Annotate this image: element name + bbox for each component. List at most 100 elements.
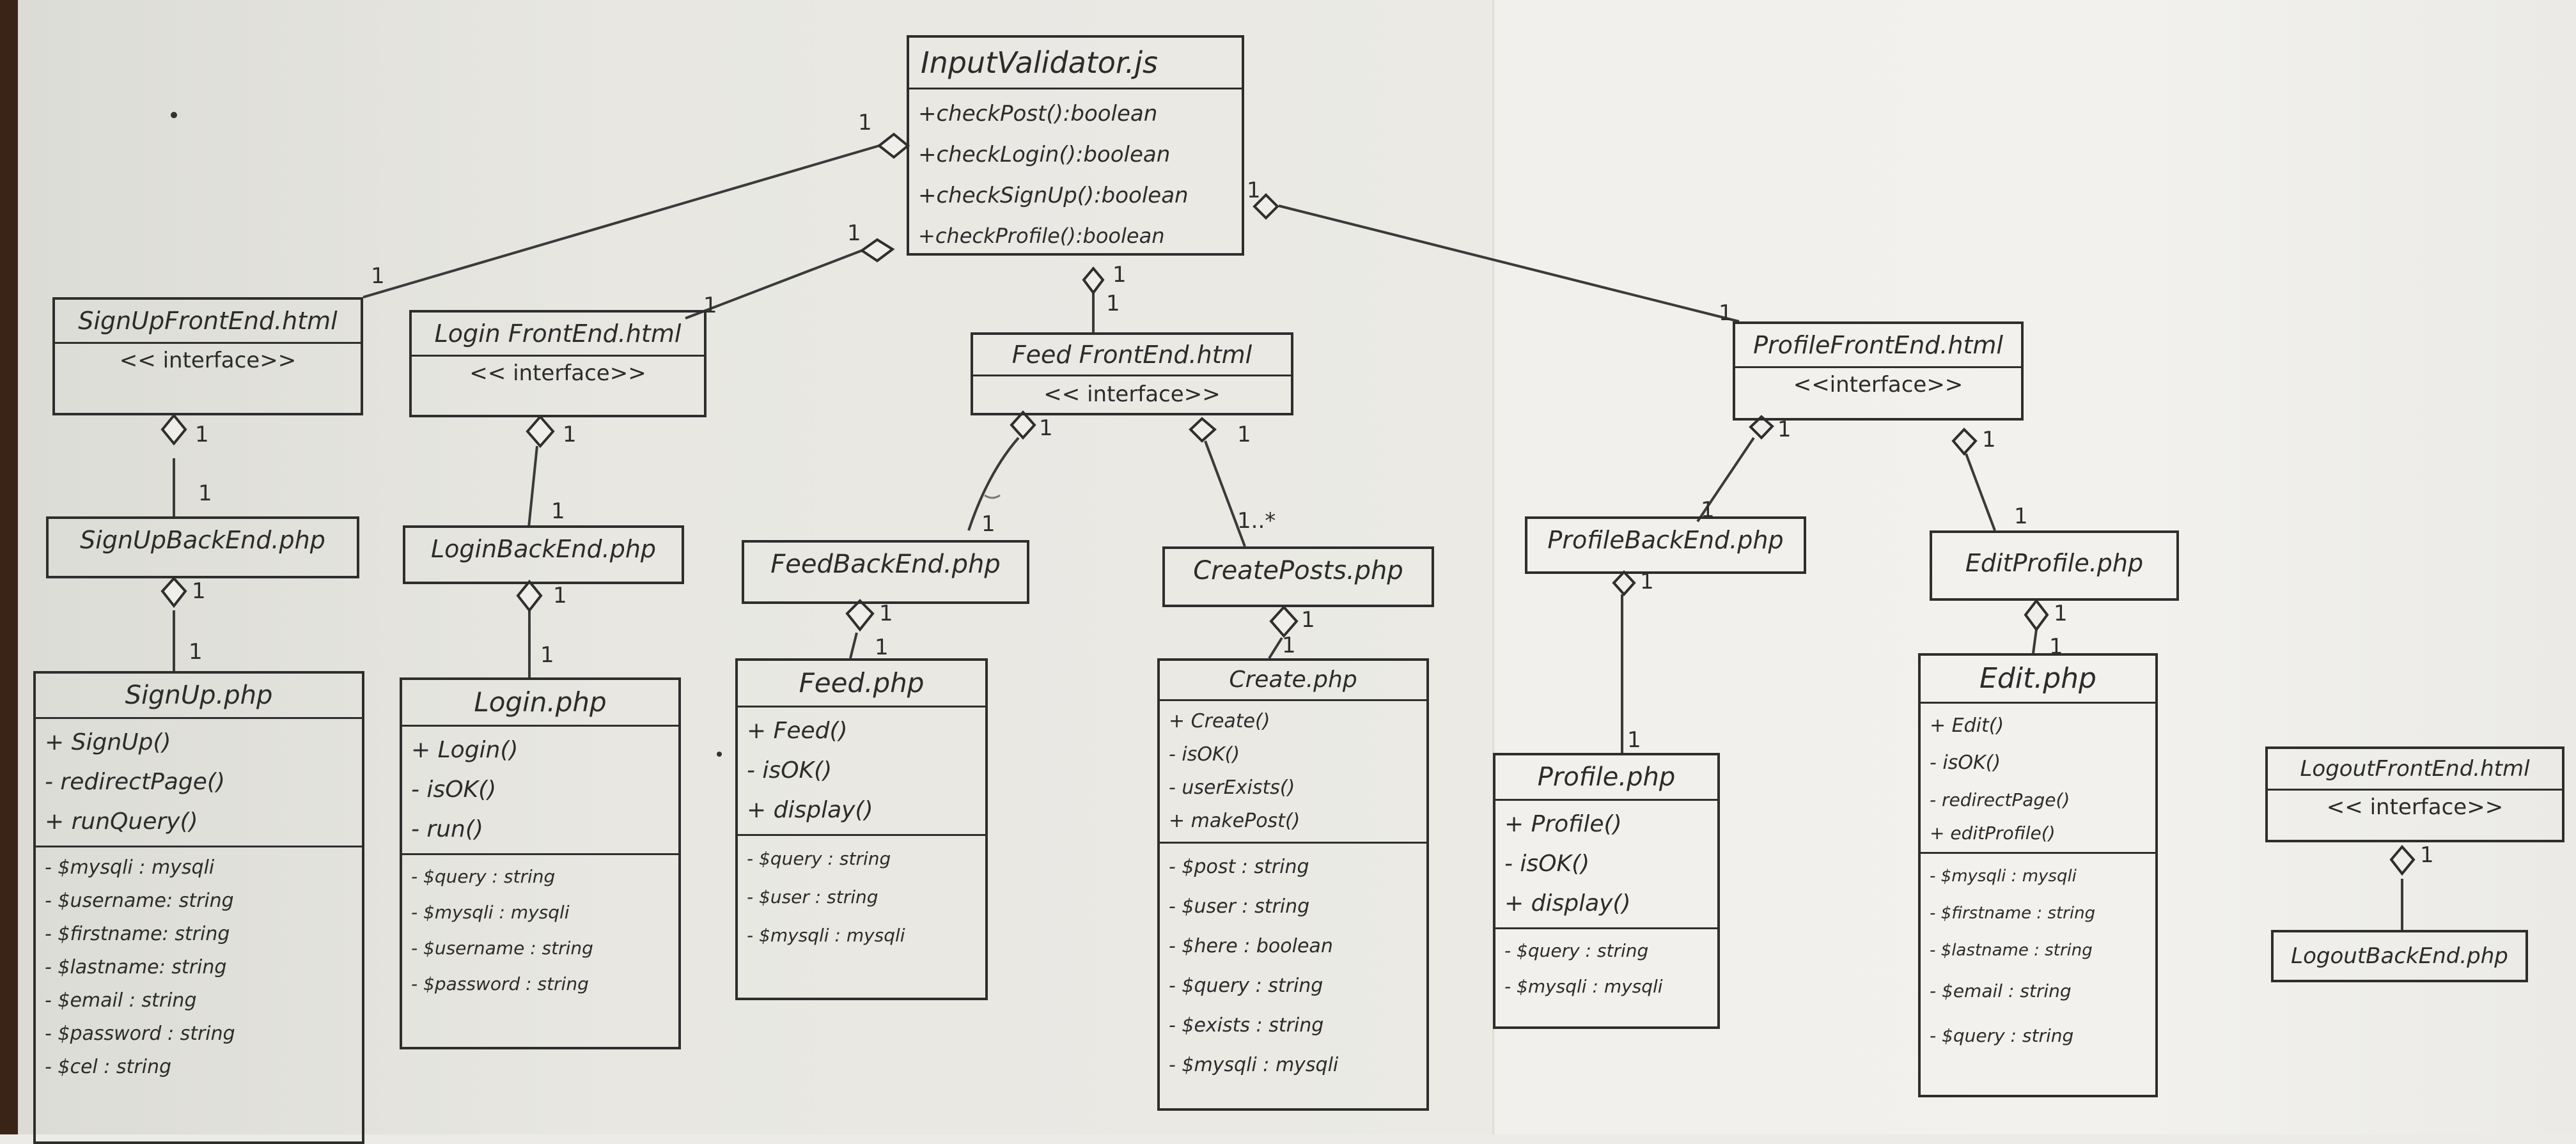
- stereotype: << interface>>: [973, 375, 1291, 412]
- class-name: SignUp.php: [125, 681, 273, 710]
- attribute: - $user : string: [747, 886, 878, 908]
- operation: + Profile(): [1504, 811, 1622, 837]
- multiplicity-label: 1: [1301, 607, 1315, 633]
- paper-sheet-left: [18, 0, 1495, 1134]
- multiplicity-label: 1: [1112, 262, 1127, 288]
- operation: - redirectPage(): [45, 769, 225, 795]
- class-box-login-backend: LoginBackEnd.php: [403, 525, 684, 584]
- class-name: ProfileBackEnd.php: [1547, 526, 1784, 554]
- operation: + Edit(): [1930, 715, 2004, 737]
- operation: +checkPost():boolean: [918, 101, 1158, 127]
- class-name: ProfileFrontEnd.html: [1753, 331, 2003, 359]
- aggregation-diamond-icon: [160, 576, 187, 608]
- class-name: SignUpFrontEnd.html: [78, 307, 338, 335]
- multiplicity-label: 1: [879, 601, 893, 626]
- class-box-edit-profile: EditProfile.php: [1930, 530, 2179, 601]
- attribute: - $query : string: [411, 866, 556, 887]
- multiplicity-label: 1: [1237, 422, 1251, 447]
- operations-compartment: +checkPost():boolean +checkLogin():boole…: [909, 88, 1242, 259]
- paper-fold: [1492, 0, 1496, 1134]
- multiplicity-label: 1: [198, 481, 212, 506]
- operations-compartment: + Login() - isOK() - run(): [402, 725, 678, 853]
- operation: + makePost(): [1169, 810, 1300, 832]
- operation: - redirectPage(): [1930, 789, 2070, 810]
- class-name: LogoutFrontEnd.html: [2300, 756, 2530, 782]
- class-name: FeedBackEnd.php: [770, 550, 1001, 579]
- class-name: Login.php: [474, 686, 607, 718]
- attributes-compartment: - $mysqli : mysqli - $firstname : string…: [1921, 852, 2155, 1062]
- multiplicity-label: 1: [1777, 417, 1791, 442]
- operation: + display(): [1504, 890, 1631, 916]
- operation: + Feed(): [747, 718, 848, 744]
- aggregation-diamond-icon: [1951, 428, 1978, 456]
- multiplicity-label: 1: [703, 293, 717, 318]
- class-name: EditProfile.php: [1965, 549, 2144, 577]
- attribute: - $query : string: [1930, 1025, 2074, 1046]
- multiplicity-label: 1: [1247, 178, 1261, 203]
- operation: +checkSignUp():boolean: [918, 183, 1189, 208]
- operation: - isOK(): [411, 777, 497, 803]
- pencil-mark: [984, 494, 1001, 499]
- class-box-profile-frontend: ProfileFrontEnd.html <<interface>>: [1733, 321, 2024, 421]
- class-name: Edit.php: [1979, 662, 2096, 695]
- attribute: - $username: string: [45, 890, 234, 912]
- attribute: - $post : string: [1169, 856, 1309, 878]
- class-name: Login FrontEnd.html: [434, 320, 682, 348]
- class-box-signup-backend: SignUpBackEnd.php: [46, 516, 359, 578]
- class-box-login: Login.php + Login() - isOK() - run() - $…: [400, 677, 681, 1049]
- operation: + SignUp(): [45, 729, 171, 755]
- class-box-inputvalidator: InputValidator.js +checkPost():boolean +…: [907, 35, 1244, 256]
- operation: +checkLogin():boolean: [918, 142, 1171, 167]
- attribute: - $email : string: [1930, 980, 2072, 1001]
- aggregation-diamond-icon: [526, 414, 555, 449]
- attribute: - $query : string: [1504, 940, 1649, 961]
- attributes-compartment: - $mysqli : mysqli - $username: string -…: [36, 846, 362, 1088]
- class-name: Feed.php: [799, 667, 925, 699]
- stereotype: <<interface>>: [1735, 366, 2021, 401]
- class-box-profile-backend: ProfileBackEnd.php: [1525, 516, 1806, 574]
- aggregation-diamond-icon: [516, 579, 543, 613]
- attribute: - $cel : string: [45, 1056, 172, 1078]
- attribute: - $firstname: string: [45, 923, 230, 945]
- multiplicity-label: 1: [1039, 415, 1053, 441]
- aggregation-diamond-icon: [859, 238, 895, 263]
- multiplicity-label: 1: [1282, 633, 1296, 658]
- aggregation-diamond-icon: [1253, 193, 1279, 220]
- operations-compartment: + Edit() - isOK() - redirectPage() + edi…: [1921, 702, 2155, 852]
- operation: - run(): [411, 816, 483, 842]
- class-name: LoginBackEnd.php: [430, 535, 657, 563]
- operation: + Create(): [1169, 710, 1270, 732]
- aggregation-diamond-icon: [160, 413, 187, 446]
- link-profile-frontend-edit: [1965, 453, 1996, 531]
- link-feed-frontend-backend: [967, 437, 1020, 531]
- class-name: Create.php: [1229, 667, 1357, 693]
- stereotype: << interface>>: [2268, 789, 2562, 824]
- multiplicity-label: 1: [2054, 601, 2068, 626]
- operation: + runQuery(): [45, 808, 198, 835]
- pencil-dot: [171, 112, 177, 118]
- multiplicity-label: 1: [192, 578, 206, 604]
- attribute: - $mysqli : mysqli: [45, 856, 215, 879]
- attributes-compartment: - $query : string - $user : string - $my…: [738, 834, 985, 959]
- multiplicity-label: 1: [858, 110, 872, 135]
- operation: - isOK(): [1504, 851, 1590, 877]
- multiplicity-label: 1: [371, 263, 385, 289]
- attribute: - $here : boolean: [1169, 935, 1333, 957]
- class-name: LogoutBackEnd.php: [2291, 943, 2508, 969]
- aggregation-diamond-icon: [1612, 570, 1636, 597]
- link-validator-signup-frontend: [363, 144, 880, 298]
- link-feed-frontend-createposts: [1204, 440, 1246, 547]
- aggregation-diamond-icon: [1010, 410, 1036, 440]
- operation: - isOK(): [1930, 752, 2001, 774]
- multiplicity-label: 1: [1627, 727, 1641, 753]
- class-box-logout-backend: LogoutBackEnd.php: [2271, 930, 2528, 982]
- attribute: - $password : string: [45, 1023, 235, 1045]
- class-box-feed-frontend: Feed FrontEnd.html << interface>>: [971, 332, 1293, 415]
- paper-sheet-right: [1495, 0, 2576, 1134]
- attribute: - $firstname : string: [1930, 904, 2096, 923]
- link-edit-profile-class: [2032, 629, 2038, 654]
- attribute: - $email : string: [45, 989, 197, 1012]
- stereotype: << interface>>: [412, 355, 704, 390]
- aggregation-diamond-icon: [1082, 266, 1105, 295]
- link-profile-frontend-backend: [1696, 437, 1755, 523]
